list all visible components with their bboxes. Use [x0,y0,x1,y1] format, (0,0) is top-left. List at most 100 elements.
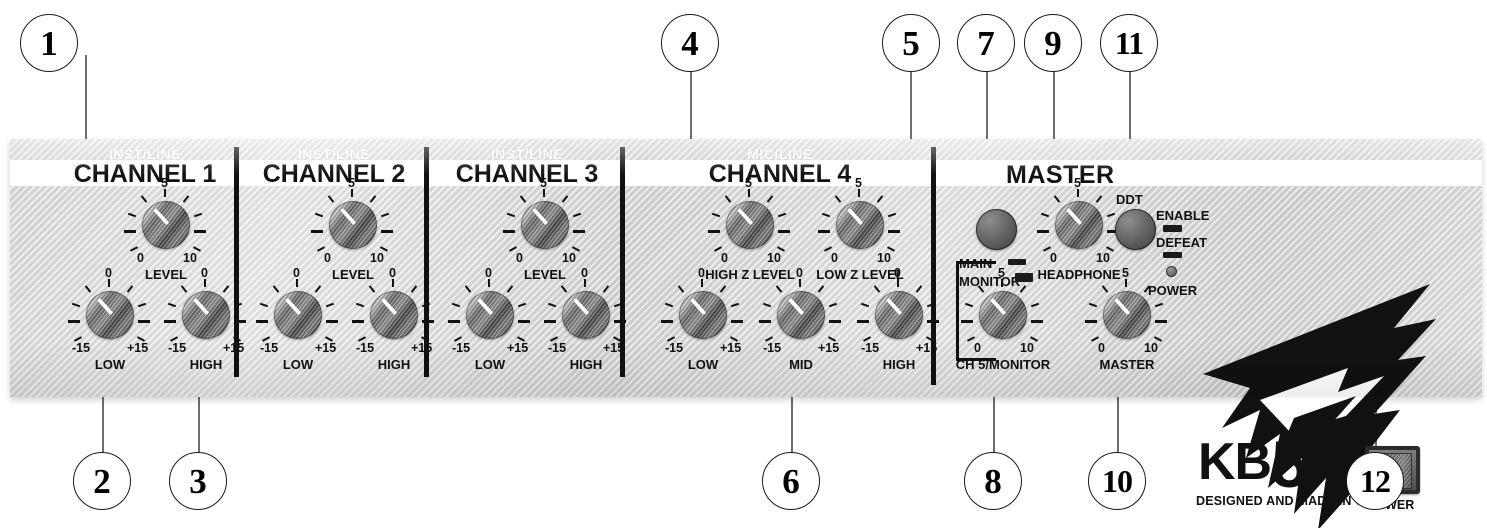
channel-separator-1 [234,147,239,377]
knob-tick [167,302,177,308]
ddt-switch-button[interactable] [1115,209,1156,250]
monitor-indicator-bar [1015,273,1033,282]
knob-tick [380,212,390,218]
knob-channel-3-level[interactable]: 0 5 10 LEVEL [503,177,585,289]
knob-tick [194,230,206,233]
knob-cap[interactable] [182,291,230,339]
knob-tick [108,279,110,287]
knob-cap[interactable] [1055,201,1103,249]
knob-min-label: -15 [861,341,880,355]
knob-cap[interactable] [142,201,190,249]
knob-channel-4-mid[interactable]: -15 0 +15 MID [759,267,841,379]
knob-tick [127,212,137,218]
channel-title-white-band [10,160,1482,186]
knob-channel-3-low[interactable]: -15 0 +15 LOW [448,267,530,379]
knob-tick [1155,320,1167,323]
knob-tick [351,189,353,197]
ddt-label: DDT [1116,192,1143,207]
knob-channel-1-low[interactable]: -15 0 +15 LOW [68,267,150,379]
knob-max-label: +15 [507,341,529,355]
knob-channel-4-low-z-level[interactable]: 0 5 10 LOW Z LEVEL [816,177,903,289]
knob-tick [311,230,323,233]
knob-master-ch5-monitor[interactable]: 0 5 10 CH 5/MONITOR [956,267,1050,379]
callout-12-number: 12 [1360,463,1391,499]
knob-max-label: 10 [183,251,197,265]
knob-tick [730,302,740,308]
knob-tick [180,285,188,293]
callout-8-number: 8 [984,461,1002,501]
knob-cap[interactable] [875,291,923,339]
leader-line-9 [1053,70,1055,200]
channel-2-label: INST/LINE CHANNEL 2 [244,147,424,187]
knob-cap[interactable] [726,201,774,249]
knob-tick [314,212,324,218]
knob-tick [1040,212,1050,218]
knob-mid-label: 5 [348,176,355,190]
knob-tick [711,212,721,218]
knob-mid-label: 0 [485,266,492,280]
channel-4-sublabel: MIC/LINE [747,146,813,162]
knob-min-label: -15 [452,341,471,355]
knob-tick [517,302,527,308]
knob-tick [506,212,516,218]
knob-tick [821,212,831,218]
knob-cap[interactable] [274,291,322,339]
knob-master-master[interactable]: 0 5 10 MASTER [1085,267,1167,379]
knob-cap[interactable] [329,201,377,249]
knob-tick [84,285,92,293]
knob-cap[interactable] [521,201,569,249]
knob-tick [1125,279,1127,287]
knob-max-label: 10 [767,251,781,265]
knob-tick [519,195,527,203]
knob-tick [887,212,897,218]
knob-name-label: LOW [687,357,719,372]
knob-cap[interactable] [777,291,825,339]
knob-cap[interactable] [679,291,727,339]
knob-mid-label: 0 [698,266,705,280]
knob-name-label: LOW [94,357,126,372]
knob-tick [927,320,939,323]
knob-cap[interactable] [836,201,884,249]
knob-min-label: 0 [974,341,981,355]
knob-tick [614,320,626,323]
knob-tick [573,230,585,233]
knob-tick [664,302,674,308]
knob-channel-4-high-z-level[interactable]: 0 5 10 HIGH Z LEVEL [705,177,795,289]
main-monitor-switch-button[interactable] [976,209,1017,250]
knob-cap[interactable] [86,291,134,339]
knob-tick [222,285,230,293]
knob-cap[interactable] [979,291,1027,339]
knob-tick [731,320,743,323]
knob-cap[interactable] [370,291,418,339]
knob-tick [708,230,720,233]
knob-channel-4-low[interactable]: -15 0 +15 LOW [661,267,743,379]
knob-tick [677,285,685,293]
knob-min-label: -15 [665,341,684,355]
knob-tick [748,189,750,197]
callout-6-circle: 6 [762,452,820,510]
callout-5-number: 5 [902,23,920,63]
knob-mid-label: 0 [293,266,300,280]
callout-2-circle: 2 [73,452,131,510]
knob-channel-1-level[interactable]: 0 5 10 LEVEL [124,177,206,289]
knob-cap[interactable] [466,291,514,339]
knob-max-label: 10 [562,251,576,265]
knob-channel-1-high[interactable]: -15 0 +15 HIGH [164,267,246,379]
knob-channel-2-high[interactable]: -15 0 +15 HIGH [352,267,434,379]
knob-name-label: LOW Z LEVEL [816,267,904,282]
knob-channel-3-high[interactable]: -15 0 +15 HIGH [544,267,626,379]
knob-name-label: HIGH [882,357,916,372]
knob-max-label: +15 [127,341,149,355]
power-led-label: POWER [1148,283,1198,298]
knob-master-headphone[interactable]: 0 5 10 HEADPHONE [1037,177,1121,289]
knob-tick [392,279,394,287]
knob-channel-4-high[interactable]: -15 0 +15 HIGH [857,267,939,379]
knob-name-label: LOW [474,357,506,372]
knob-tick [126,285,134,293]
knob-name-label: HIGH Z LEVEL [705,267,795,282]
knob-channel-2-level[interactable]: 0 5 10 LEVEL [311,177,393,289]
knob-channel-2-low[interactable]: -15 0 +15 LOW [256,267,338,379]
knob-cap[interactable] [1103,291,1151,339]
knob-cap[interactable] [562,291,610,339]
callout-9-circle: 9 [1024,14,1082,72]
